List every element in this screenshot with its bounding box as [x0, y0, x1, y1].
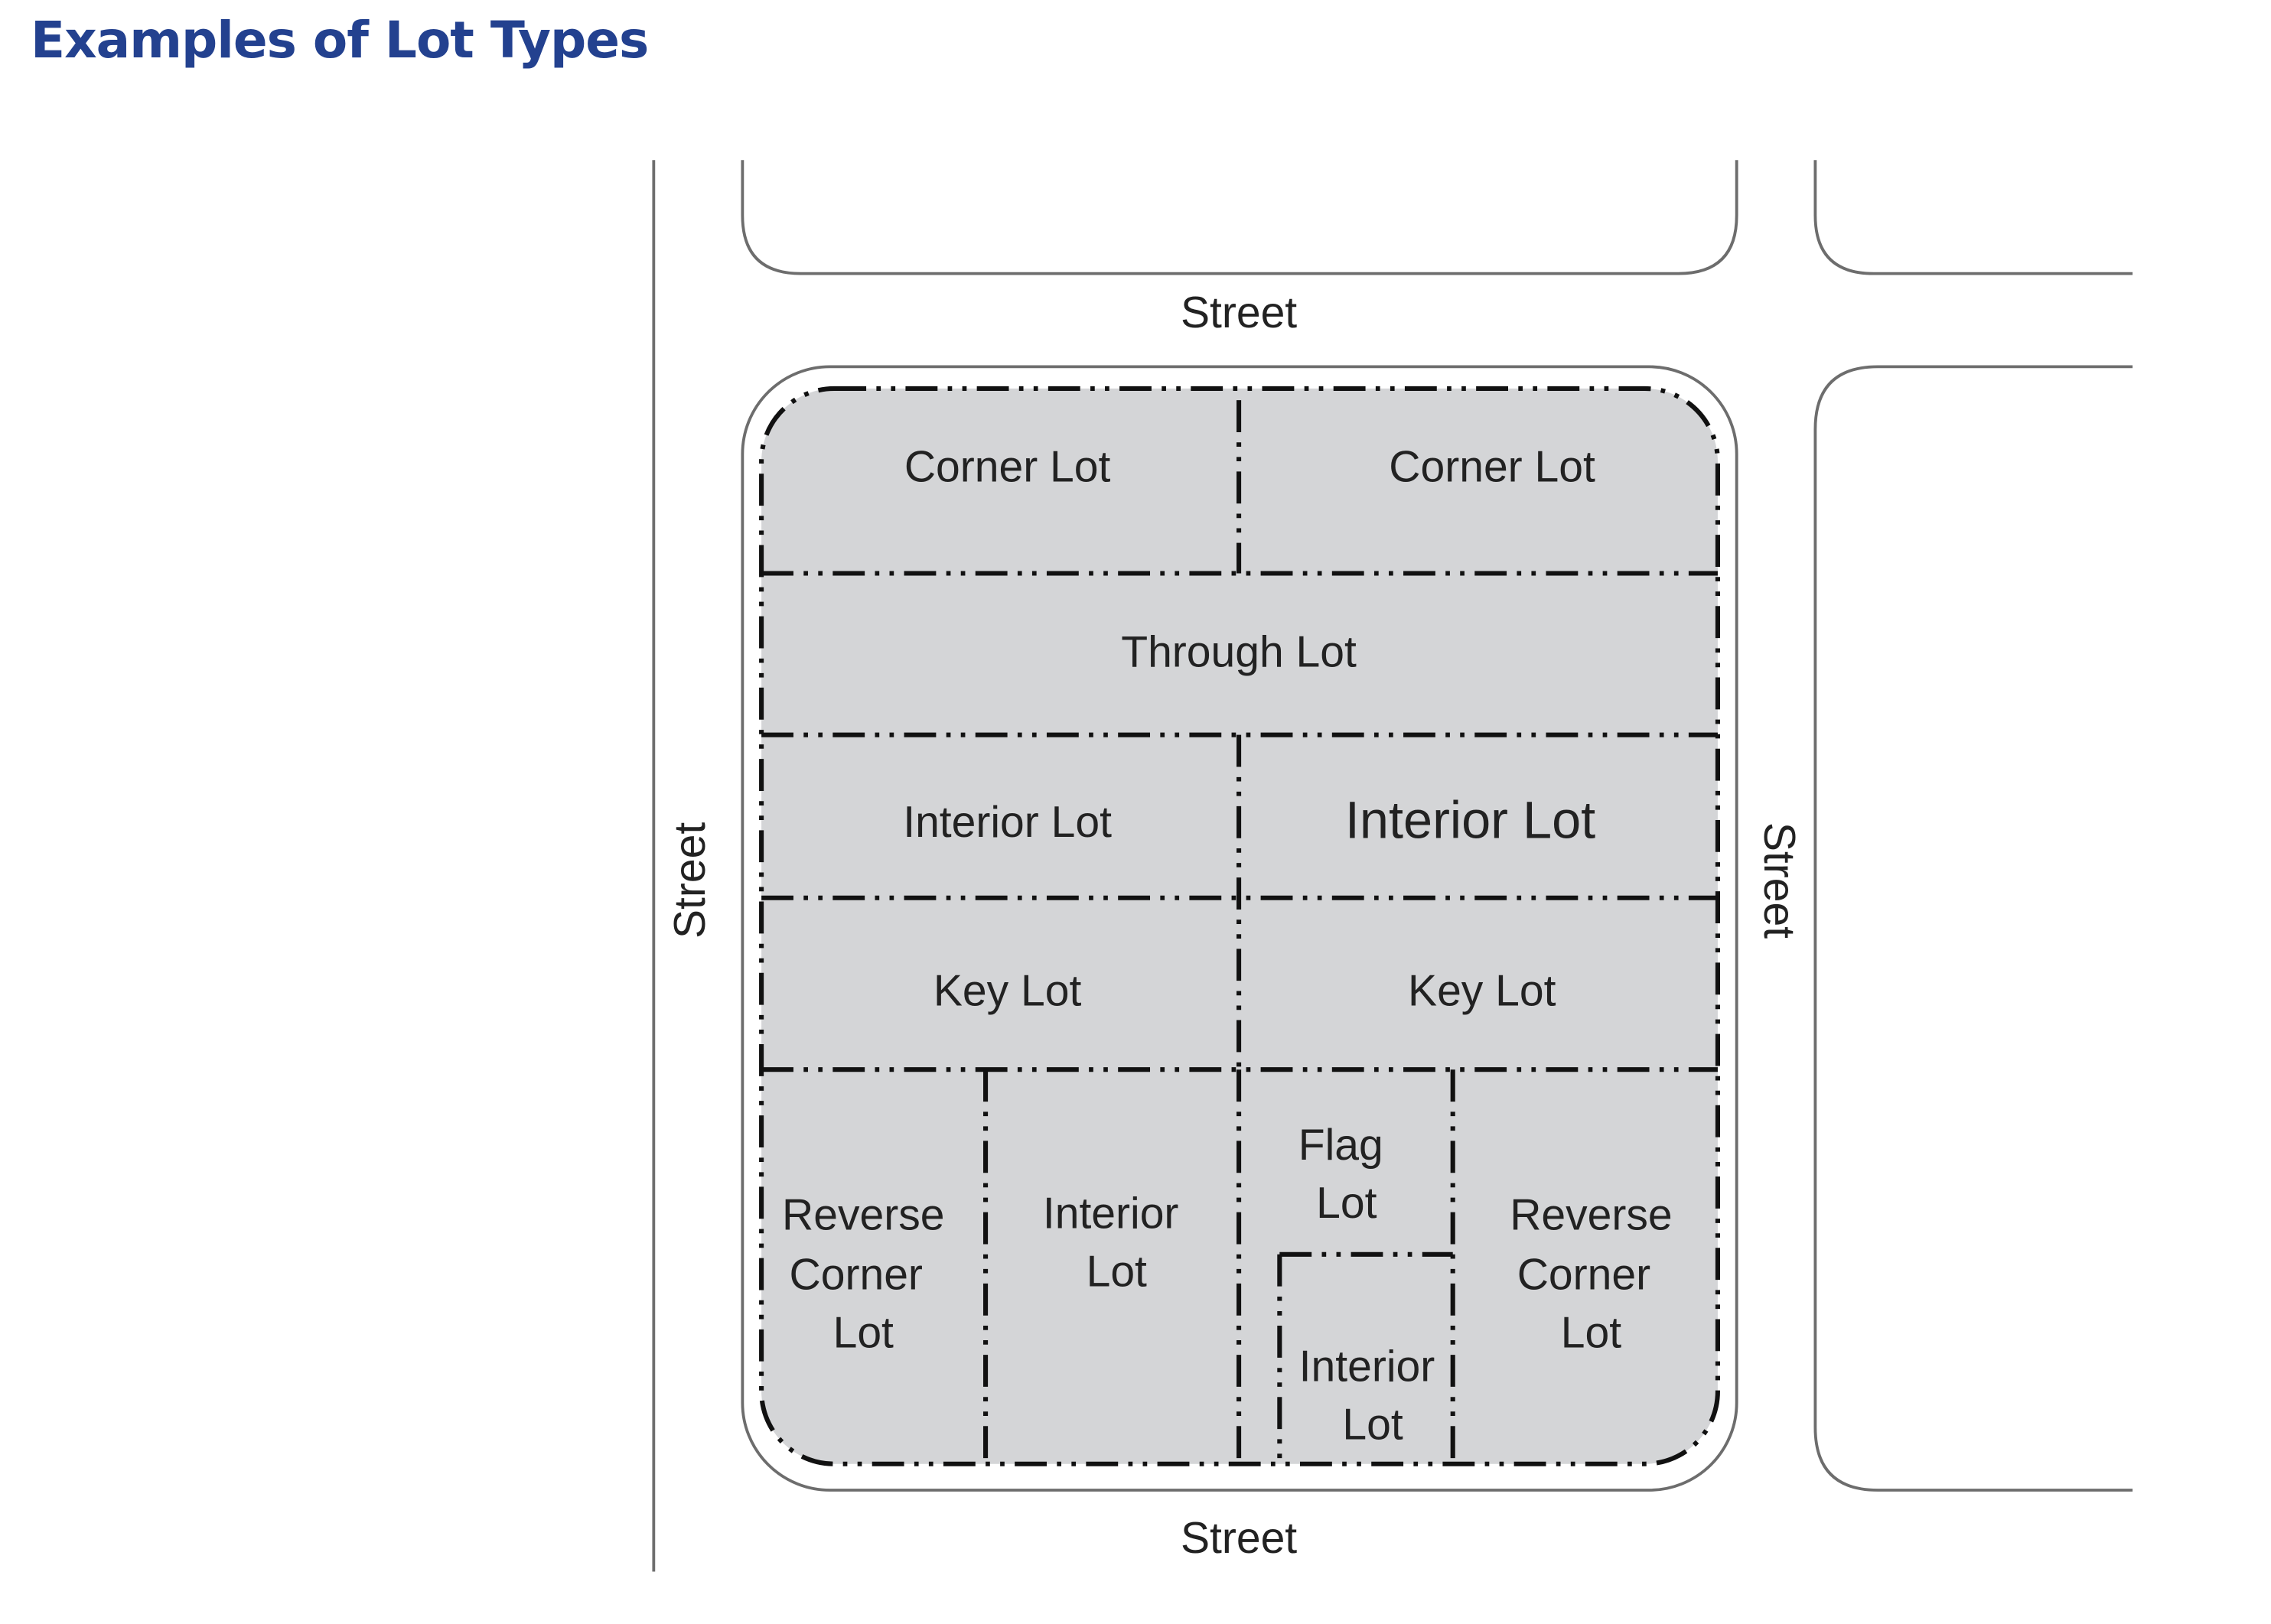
block-boundary: [759, 386, 1720, 1466]
svg-text:Lot: Lot: [1342, 1400, 1403, 1449]
top-right-block-edge: [1813, 160, 2133, 275]
lot-area: [761, 388, 1718, 1464]
street-label-left: Street: [666, 822, 715, 939]
svg-text:Lot: Lot: [1316, 1179, 1377, 1228]
page-title: Examples of Lot Types: [31, 11, 649, 70]
reverse-corner-lot-left: Reverse Corner Lot: [782, 1190, 944, 1357]
key-lot-left: Key Lot: [933, 967, 1082, 1016]
svg-text:Lot: Lot: [833, 1309, 894, 1358]
interior-lot-right: Interior Lot: [1345, 791, 1595, 850]
interior-lot-small: Interior Lot: [1299, 1342, 1435, 1449]
street-label-top: Street: [1181, 288, 1297, 337]
street-label-bottom: Street: [1181, 1514, 1297, 1563]
svg-text:Interior: Interior: [1299, 1342, 1435, 1391]
interior-lot-bottom: Interior Lot: [1043, 1190, 1179, 1297]
svg-text:Lot: Lot: [1561, 1309, 1621, 1358]
flag-lot: Flag Lot: [1298, 1121, 1383, 1228]
interior-lot-left: Interior Lot: [903, 798, 1112, 847]
svg-text:Reverse: Reverse: [782, 1190, 944, 1239]
through-lot: Through Lot: [1121, 627, 1357, 676]
top-block-edge: [741, 160, 1738, 275]
reverse-corner-lot-right: Reverse Corner Lot: [1510, 1190, 1672, 1357]
svg-text:Flag: Flag: [1298, 1121, 1383, 1170]
svg-text:Reverse: Reverse: [1510, 1190, 1672, 1239]
corner-lot-right: Corner Lot: [1389, 443, 1595, 492]
key-lot-right: Key Lot: [1408, 967, 1556, 1016]
right-block-edge: [1813, 365, 2133, 1492]
svg-text:Interior: Interior: [1043, 1190, 1179, 1238]
svg-text:Corner: Corner: [1517, 1250, 1650, 1299]
svg-text:Corner: Corner: [790, 1250, 923, 1299]
lot-lines: [761, 400, 1718, 1464]
corner-lot-left: Corner Lot: [904, 443, 1111, 492]
street-label-right: Street: [1755, 822, 1803, 939]
svg-text:Lot: Lot: [1087, 1248, 1147, 1297]
